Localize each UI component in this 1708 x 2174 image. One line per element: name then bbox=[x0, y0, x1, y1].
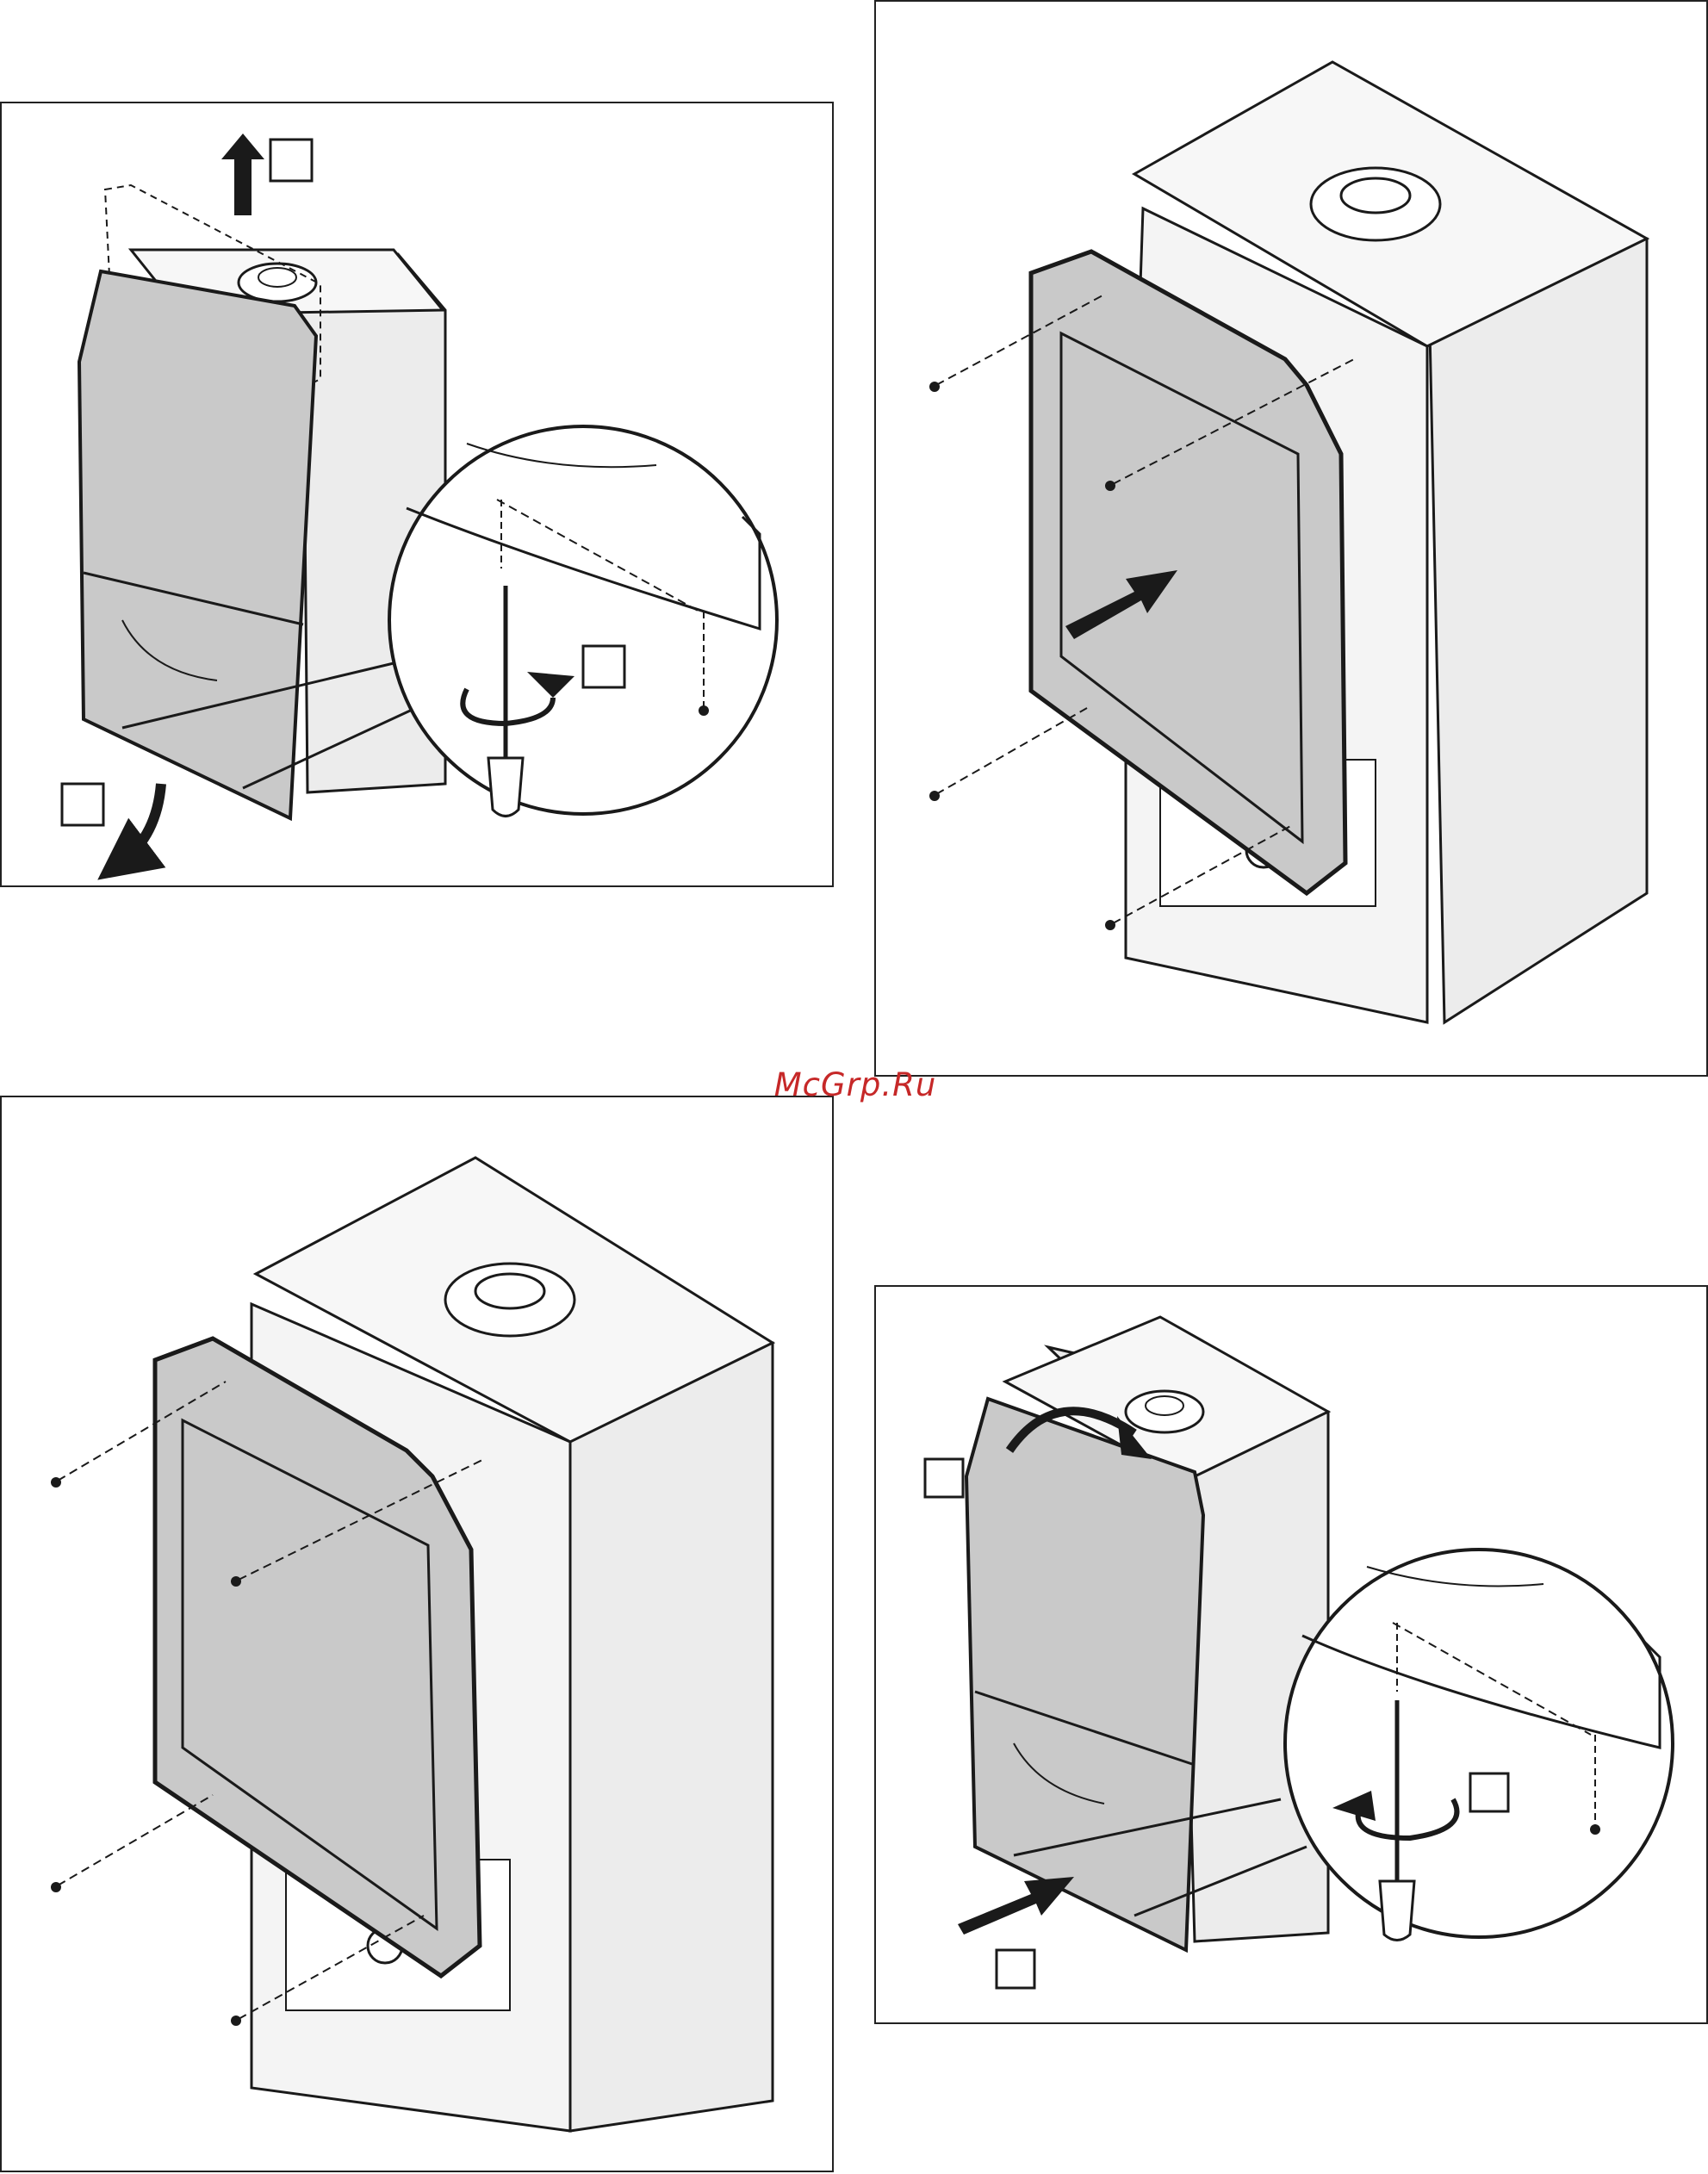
screw-icon bbox=[929, 382, 940, 392]
front-cover bbox=[966, 1399, 1203, 1950]
step-box-3 bbox=[1470, 1773, 1508, 1811]
panel-remove-combustion-cover-left bbox=[0, 1096, 834, 2172]
screw-icon bbox=[231, 2016, 241, 2026]
step-box-2 bbox=[997, 1950, 1034, 1988]
screw-icon bbox=[51, 1477, 61, 1488]
step-box-2 bbox=[62, 784, 103, 825]
screw-icon bbox=[1105, 920, 1115, 930]
screw-icon bbox=[1105, 481, 1115, 491]
boiler-casing bbox=[570, 1339, 773, 2131]
screw-icon bbox=[929, 791, 940, 801]
step-box-1 bbox=[270, 140, 312, 181]
screw-icon bbox=[51, 1882, 61, 1892]
screw-icon bbox=[1590, 1824, 1600, 1835]
panel-remove-combustion-cover-right bbox=[874, 0, 1708, 1077]
step-box-3 bbox=[583, 646, 624, 687]
screw-icon bbox=[699, 705, 709, 716]
front-cover bbox=[79, 271, 316, 818]
step-box-1 bbox=[925, 1459, 963, 1497]
screw-icon bbox=[231, 1576, 241, 1587]
watermark-text: McGrp.Ru bbox=[773, 1066, 937, 1103]
illustration-remove-front-cover bbox=[2, 103, 835, 889]
arrow-up-icon bbox=[221, 134, 264, 215]
illustration-combustion-cover bbox=[2, 1097, 835, 2174]
illustration-remove-combustion-cover bbox=[876, 2, 1708, 1078]
detail-zoom-circle bbox=[389, 426, 777, 814]
arrow-push-icon bbox=[958, 1877, 1074, 1935]
panel-refit-front-cover bbox=[874, 1285, 1708, 2024]
arrow-down-icon bbox=[122, 784, 161, 861]
illustration-refit-front-cover bbox=[876, 1287, 1708, 2026]
panel-remove-front-cover bbox=[0, 102, 834, 887]
detail-zoom-circle bbox=[1285, 1550, 1673, 1937]
